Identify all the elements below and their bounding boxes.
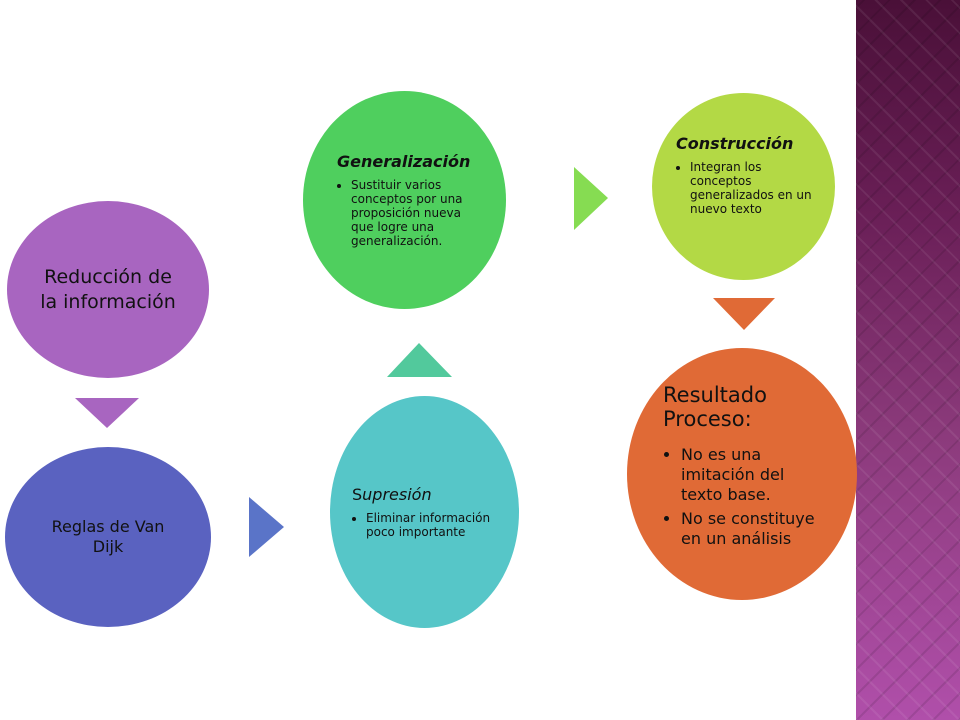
arrow-down-construccion-resultado (713, 298, 775, 330)
node-resultado-title: Resultado Proceso: (663, 383, 767, 431)
bullet-item: No se constituye en un análisis (681, 509, 819, 549)
node-reduccion-label: Reducción de la información (40, 265, 176, 313)
node-reduccion: Reducción de la información (7, 201, 209, 378)
node-resultado: Resultado Proceso: No es una imitación d… (627, 348, 857, 600)
bullet-item: No es una imitación del texto base. (681, 445, 819, 505)
node-generalizacion: Generalización Sustituir varios concepto… (303, 91, 506, 309)
bullet-item: Sustituir varios conceptos por una propo… (351, 178, 486, 248)
node-construccion-title: Construcción (676, 133, 794, 153)
node-generalizacion-bullets: Sustituir varios conceptos por una propo… (337, 178, 486, 248)
node-construccion: Construcción Integran los conceptos gene… (652, 93, 835, 280)
arrow-right-generalizacion-construccion (574, 167, 608, 230)
node-reglas-label: Reglas de Van Dijk (51, 517, 165, 556)
arrow-down-reduccion-reglas (75, 398, 139, 428)
node-generalizacion-title: Generalización (337, 152, 471, 171)
node-supresion: Supresión Eliminar información poco impo… (330, 396, 519, 628)
decorative-sidebar (856, 0, 960, 720)
node-construccion-bullets: Integran los conceptos generalizados en … (676, 160, 813, 216)
node-resultado-bullets: No es una imitación del texto base. No s… (663, 445, 819, 553)
arrow-right-reglas-supresion (249, 497, 284, 557)
node-reglas: Reglas de Van Dijk (5, 447, 211, 627)
node-supresion-bullets: Eliminar información poco importante (352, 511, 495, 539)
bullet-item: Eliminar información poco importante (366, 511, 495, 539)
arrow-up-supresion-generalizacion (387, 343, 452, 377)
bullet-item: Integran los conceptos generalizados en … (690, 160, 813, 216)
node-supresion-title: Supresión (352, 485, 432, 504)
